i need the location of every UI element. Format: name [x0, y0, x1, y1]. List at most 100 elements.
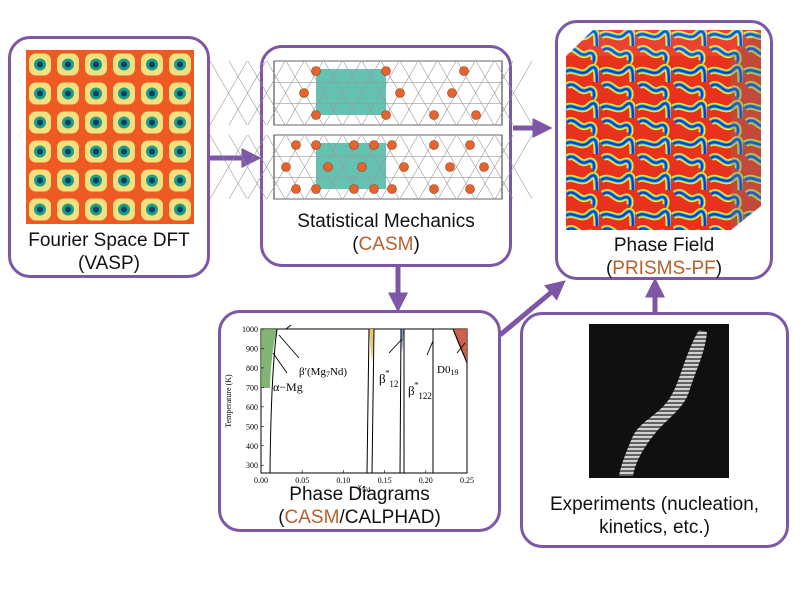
dft-cell-center	[37, 90, 43, 97]
lattice-line	[456, 134, 495, 200]
pd-ytick-label: 900	[246, 344, 258, 353]
phase-label-beta-prime: β′(Mg7Nd)	[299, 366, 347, 379]
lattice-atom	[447, 88, 457, 98]
dft-cell-center	[121, 206, 127, 213]
dft-cell-center	[177, 61, 183, 68]
lattice-image	[209, 60, 533, 200]
lattice-line	[418, 134, 457, 200]
phasediagrams-label: Phase Diagrams	[289, 484, 430, 505]
statmech-code: (CASM)	[352, 234, 420, 255]
lattice-atom	[357, 162, 367, 172]
pd-ytick-label: 300	[246, 461, 258, 470]
statmech-label: Statistical Mechanics	[297, 211, 475, 232]
phasefield-code: (PRISMS-PF)	[605, 258, 723, 279]
dft-cell-center	[121, 119, 127, 126]
lattice-atom	[479, 162, 489, 172]
pd-xtick-label: 0.15	[378, 476, 392, 485]
dft-label: Fourier Space DFT	[28, 230, 190, 251]
lattice-atom	[387, 140, 397, 150]
lattice-atom	[369, 184, 379, 194]
dft-cell-center	[93, 61, 99, 68]
lattice-atom	[349, 140, 359, 150]
dft-cell-center	[121, 177, 127, 184]
dft-cell-center	[149, 90, 155, 97]
node-experiments: Experiments (nucleation, kinetics, etc.)	[520, 312, 789, 548]
lattice-atom	[281, 162, 291, 172]
lattice-line	[266, 60, 305, 126]
lattice-line	[494, 60, 533, 126]
dft-cell-center	[37, 61, 43, 68]
lattice-line	[304, 60, 343, 126]
dft-cell-center	[65, 177, 71, 184]
dft-cell-center	[37, 119, 43, 126]
experiments-line2: kinetics, etc.)	[599, 517, 710, 538]
lattice-atom	[369, 140, 379, 150]
phase-label-alpha-mg: α−Mg	[273, 380, 303, 394]
lattice-atom	[429, 110, 439, 120]
pd-xtick-label: 0.25	[460, 476, 474, 485]
experiments-line1: Experiments (nucleation,	[549, 494, 760, 515]
lattice-atom	[445, 162, 455, 172]
dft-cell-center	[93, 206, 99, 213]
phasefield-label: Phase Field	[613, 235, 715, 256]
dft-cell-center	[93, 119, 99, 126]
dft-cell-center	[121, 90, 127, 97]
dft-cell-center	[93, 148, 99, 155]
lattice-atom	[395, 88, 405, 98]
dft-density-image	[26, 50, 194, 224]
lattice-atom	[311, 66, 321, 76]
phasefield-cube-image	[566, 30, 761, 230]
pd-ytick-label: 600	[246, 403, 258, 412]
pd-xtick-label: 0.20	[419, 476, 433, 485]
lattice-atom	[465, 184, 475, 194]
lattice-atom	[291, 140, 301, 150]
lattice-line	[342, 60, 381, 126]
lattice-atom	[311, 184, 321, 194]
dft-cell-center	[177, 206, 183, 213]
dft-cell-center	[121, 61, 127, 68]
pd-xtick-label: 0.00	[254, 476, 268, 485]
lattice-atom	[471, 110, 481, 120]
lattice-line	[209, 60, 248, 126]
lattice-line	[209, 134, 248, 200]
dft-cell-center	[93, 177, 99, 184]
lattice-line	[228, 60, 267, 126]
lattice-atom	[311, 110, 321, 120]
dft-cell-center	[65, 119, 71, 126]
lattice-atom	[349, 184, 359, 194]
lattice-atom	[299, 88, 309, 98]
dft-cell-center	[65, 61, 71, 68]
lattice-atom	[429, 140, 439, 150]
pd-ytick-label: 1000	[242, 325, 258, 334]
lattice-atom	[387, 184, 397, 194]
pd-ytick-label: 700	[246, 383, 258, 392]
lattice-line	[494, 134, 533, 200]
dft-cell-center	[149, 177, 155, 184]
lattice-atom	[399, 162, 409, 172]
lattice-line	[361, 60, 400, 126]
dft-cell-center	[177, 177, 183, 184]
pd-ytick-label: 500	[246, 422, 258, 431]
pd-xtick-label: 0.05	[295, 476, 309, 485]
pd-ytick-label: 400	[246, 442, 258, 451]
dft-cell-center	[93, 90, 99, 97]
node-phasefield: Phase Field (PRISMS-PF)	[555, 20, 773, 280]
dft-cell-center	[149, 119, 155, 126]
dft-code: (VASP)	[78, 253, 140, 274]
lattice-atom	[459, 66, 469, 76]
dft-cell-center	[177, 90, 183, 97]
lattice-line	[323, 60, 362, 126]
lattice-atom	[311, 140, 321, 150]
phase-label-d019: D019	[437, 364, 458, 377]
lattice-atom	[381, 110, 391, 120]
pd-ylabel: Temperature (K)	[224, 374, 233, 428]
lattice-atom	[381, 66, 391, 76]
dft-cell-center	[65, 206, 71, 213]
lattice-line	[228, 134, 267, 200]
lattice-line	[247, 134, 286, 200]
lattice-atom	[291, 184, 301, 194]
dft-cell-center	[121, 148, 127, 155]
dft-cell-center	[65, 148, 71, 155]
dft-cell-center	[177, 119, 183, 126]
